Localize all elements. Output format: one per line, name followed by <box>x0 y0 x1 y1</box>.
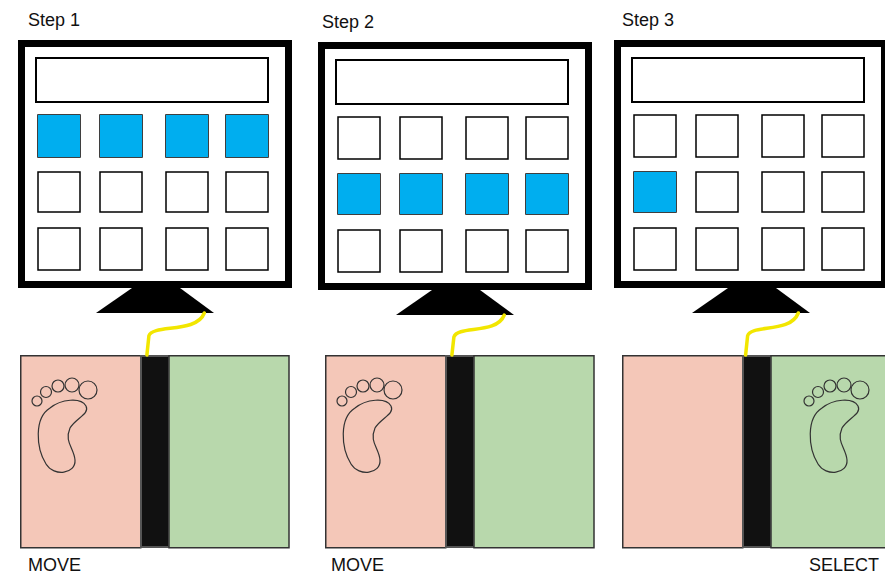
pedal-node: MOVE <box>20 355 290 548</box>
foot-pedal <box>623 356 885 548</box>
step-label: Step 2 <box>322 12 374 33</box>
cable-wire <box>452 315 504 355</box>
monitor-node: Step 1 <box>18 40 292 313</box>
cable-wire <box>147 313 204 355</box>
step-label: Step 3 <box>622 10 674 31</box>
monitor-node: Step 2 <box>318 42 592 315</box>
monitor <box>22 44 289 314</box>
cable-wire <box>746 313 799 355</box>
step-label: Step 1 <box>28 10 80 31</box>
monitor <box>322 46 589 316</box>
foot-pedal <box>326 356 594 548</box>
pedal-action-label: MOVE <box>331 555 384 574</box>
foot-pedal <box>21 356 289 548</box>
pedal-node: SELECT <box>622 355 885 548</box>
monitor-node: Step 3 <box>614 40 885 313</box>
pedal-action-label: MOVE <box>28 555 81 574</box>
monitor <box>618 44 885 314</box>
pedal-node: MOVE <box>325 355 595 548</box>
pedal-action-label: SELECT <box>809 555 879 574</box>
